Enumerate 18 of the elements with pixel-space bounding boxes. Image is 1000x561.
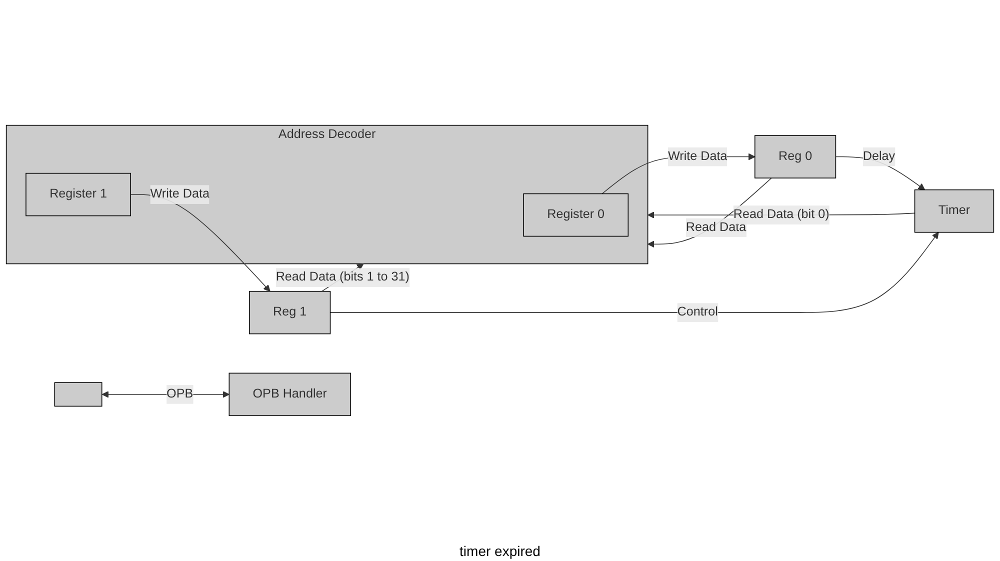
note-text: timer expired <box>458 542 542 561</box>
node-box: Register 1 <box>26 172 131 216</box>
node-box: Reg 1 <box>249 290 331 334</box>
node-box: Register 0 <box>523 193 629 237</box>
node-box: Reg 0 <box>754 135 836 178</box>
node-box <box>54 382 102 407</box>
arrow <box>648 178 772 248</box>
node-box: OPB Handler <box>228 372 351 416</box>
edge-label: Read Data <box>686 220 746 234</box>
edge-label: Control <box>677 306 718 319</box>
edge-label: Delay <box>862 150 896 164</box>
edge-label: OPB <box>166 387 194 401</box>
arrow <box>330 232 939 313</box>
edge-label: Write Data <box>668 150 728 164</box>
edge-label: Read Data (bits 1 to 31) <box>276 270 410 284</box>
edge-label: Read Data (bit 0) <box>733 208 830 222</box>
node-box: Timer <box>914 189 994 233</box>
edge-label: Write Data <box>150 187 210 201</box>
